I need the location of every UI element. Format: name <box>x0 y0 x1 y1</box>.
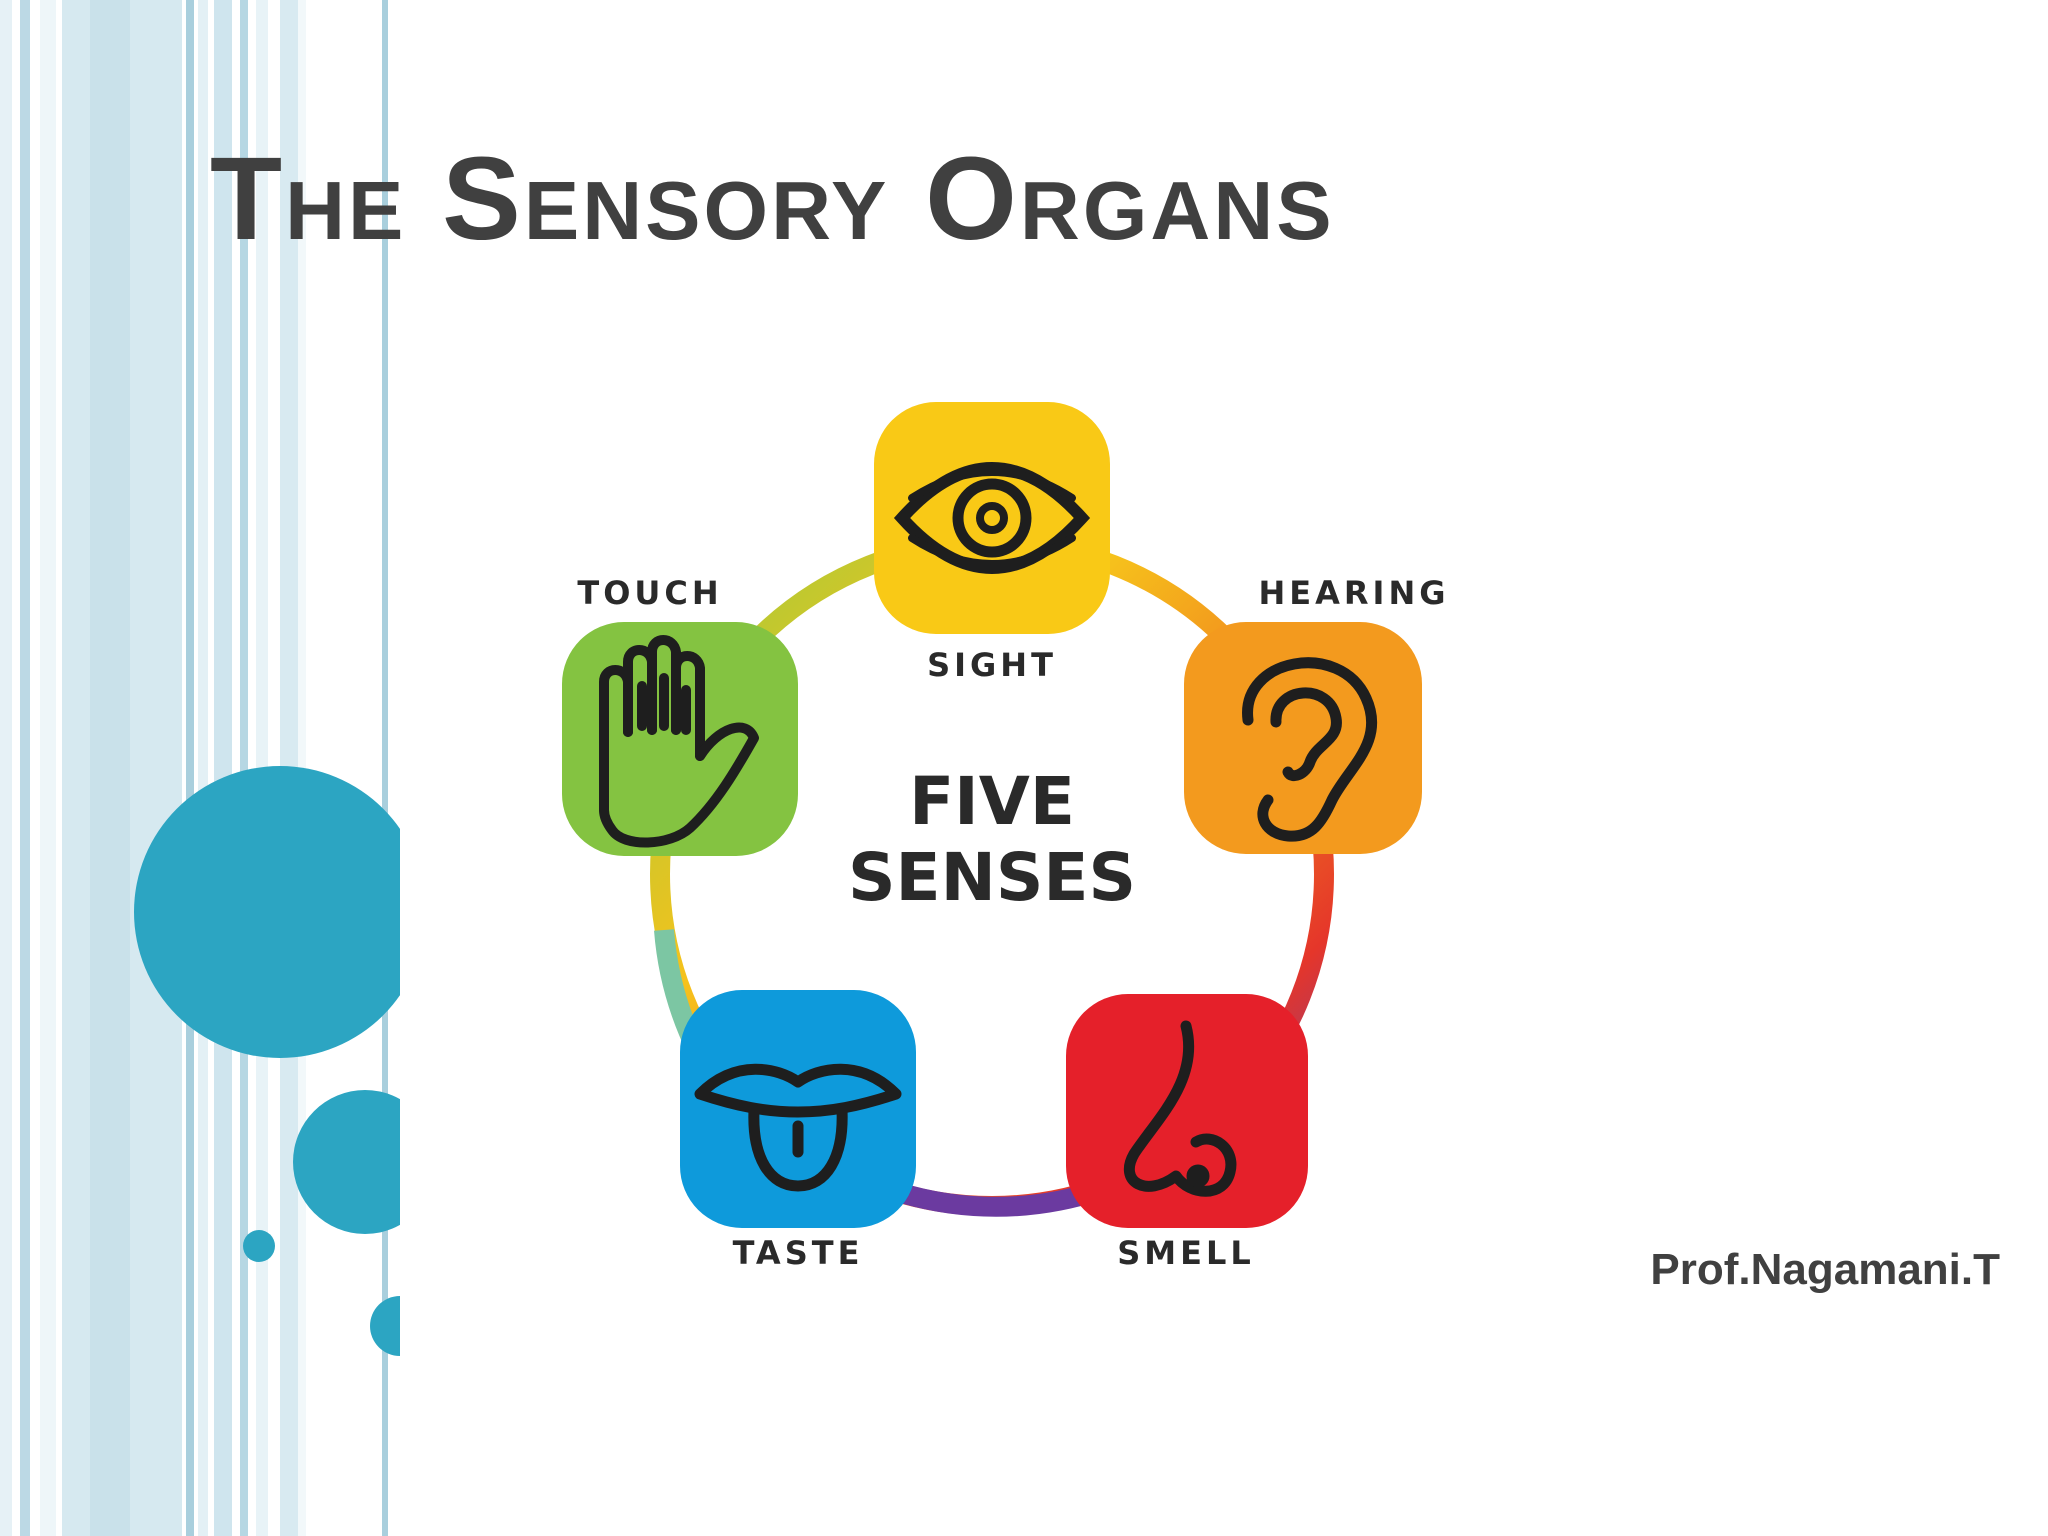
tongue-icon <box>694 1063 902 1192</box>
decorative-circle-medium <box>293 1090 400 1234</box>
decorative-circle-large <box>134 766 400 1058</box>
sense-sight <box>874 402 1110 634</box>
sight-tile <box>874 402 1110 634</box>
label-taste: TASTE <box>733 1234 864 1272</box>
eye-icon <box>893 462 1091 574</box>
touch-tile <box>562 622 798 856</box>
label-touch: TOUCH <box>577 574 722 612</box>
slide-title: The Sensory Organs <box>210 133 1335 265</box>
sense-hearing <box>1184 622 1422 854</box>
five-senses-diagram: SIGHT HEARING SMELL <box>562 402 1450 1272</box>
hand-icon <box>599 635 759 848</box>
ear-icon <box>1242 657 1378 842</box>
decorative-circle-small <box>370 1296 400 1356</box>
center-title-line1: FIVE <box>909 763 1075 840</box>
label-hearing: HEARING <box>1259 574 1450 612</box>
decorative-stripes <box>0 0 400 1536</box>
sense-smell <box>1066 994 1308 1228</box>
label-sight: SIGHT <box>927 646 1057 684</box>
label-smell: SMELL <box>1117 1234 1255 1272</box>
decorative-circle-small <box>243 1230 275 1262</box>
author-name: Prof.Nagamani.T <box>1650 1245 2000 1294</box>
sense-taste <box>680 990 916 1228</box>
nose-icon <box>1123 1020 1237 1197</box>
center-title-line2: SENSES <box>848 839 1136 916</box>
sense-touch <box>562 622 798 856</box>
hearing-tile <box>1184 622 1422 854</box>
